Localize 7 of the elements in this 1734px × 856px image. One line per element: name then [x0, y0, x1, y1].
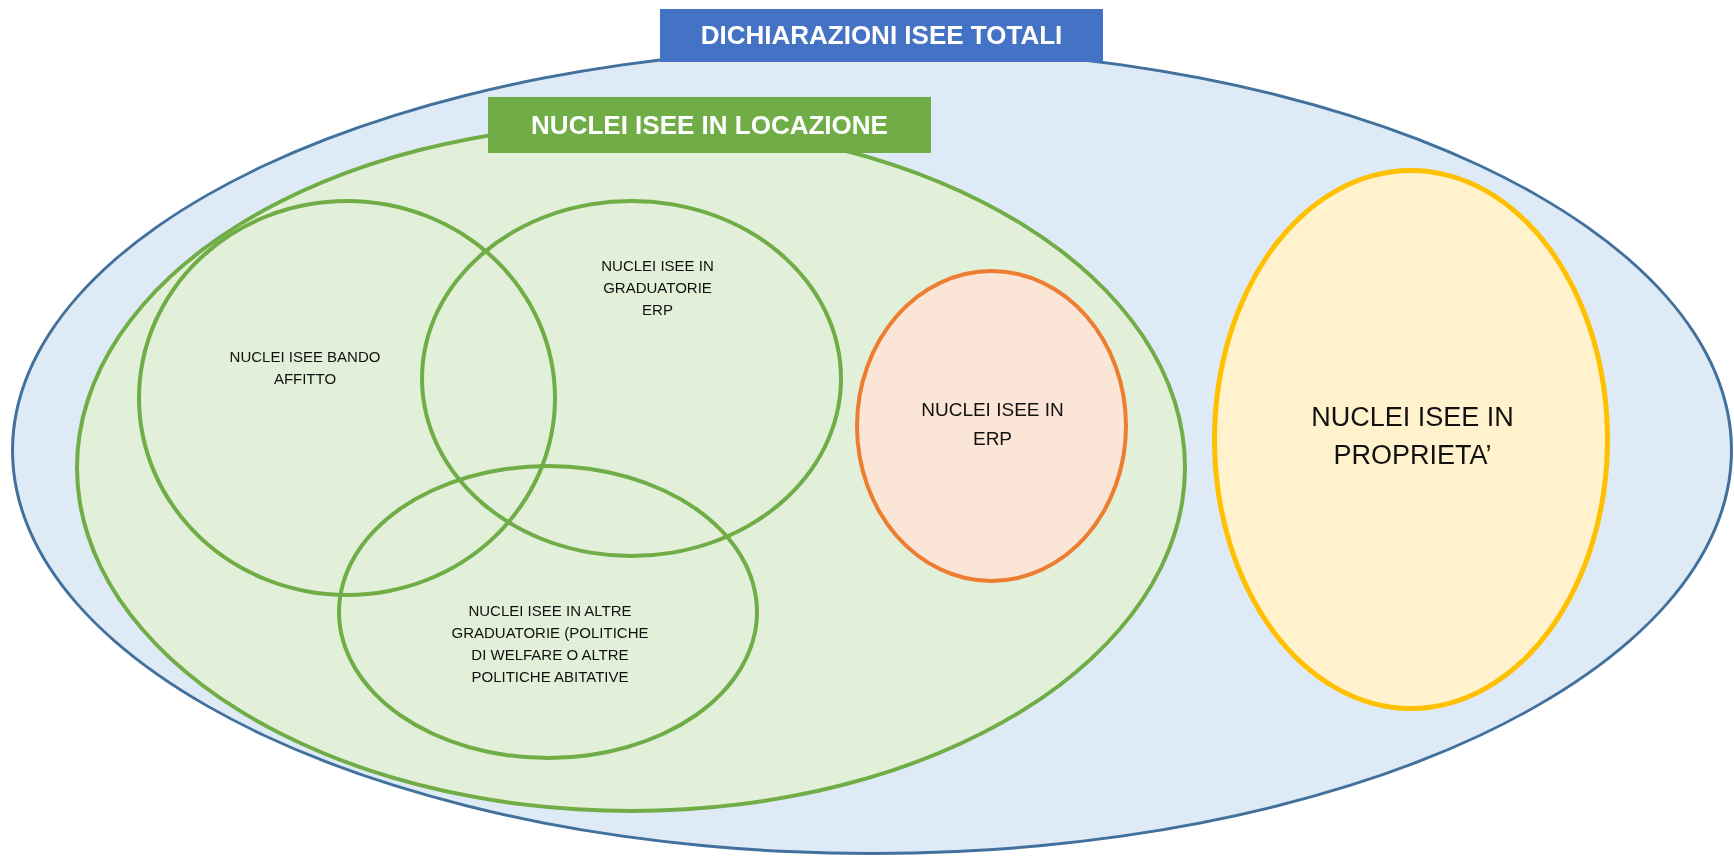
set-label: NUCLEI ISEE IN GRADUATORIE ERP [600, 256, 715, 320]
set-heading: NUCLEI ISEE IN LOCAZIONE [488, 97, 931, 153]
set-heading: DICHIARAZIONI ISEE TOTALI [660, 9, 1103, 62]
set-label: NUCLEI ISEE BANDO AFFITTO [228, 347, 382, 389]
set-label: NUCLEI ISEE IN ALTRE GRADUATORIE (POLITICHE DI WELFARE O ALTRE POLITICHE ABITATIVE [450, 601, 650, 687]
set-label: NUCLEI ISEE IN PROPRIETA’ [1310, 401, 1515, 472]
set-label: NUCLEI ISEE IN ERP [920, 398, 1065, 451]
